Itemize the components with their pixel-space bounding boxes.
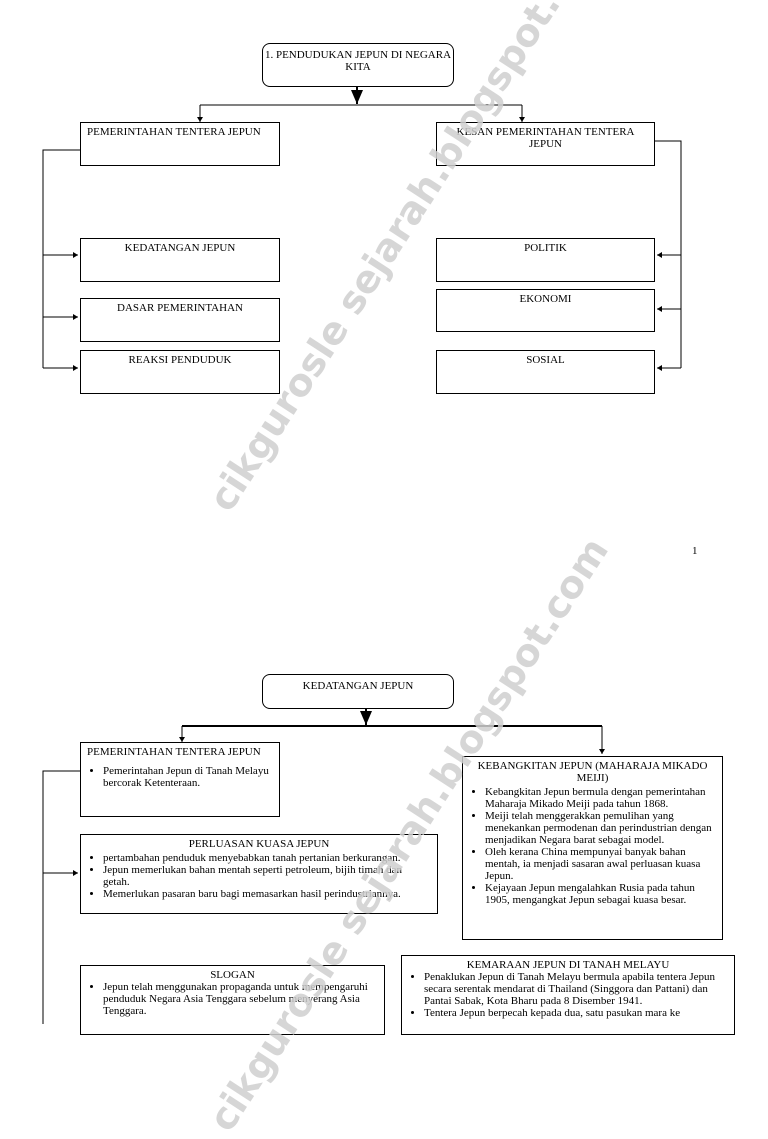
left-item-label: DASAR PEMERINTAHAN [117,302,243,314]
right-head-label: KESAN PEMERINTAHAN TENTERA JEPUN [456,126,635,150]
left-item-label: KEDATANGAN JEPUN [124,242,236,254]
left-item-label: REAKSI PENDUDUK [128,354,232,366]
page-number: 1 [692,545,698,557]
slogan-box: SLOGAN Jepun telah menggunakan propagand… [80,965,385,1035]
kebangkitan-box: KEBANGKITAN JEPUN (MAHARAJA MIKADO MEIJI… [462,756,723,940]
left-item-dasar: DASAR PEMERINTAHAN [80,298,280,342]
right-item-ekonomi: EKONOMI [436,289,655,332]
left-item-reaksi: REAKSI PENDUDUK [80,350,280,394]
left-head-label: PEMERINTAHAN TENTERA JEPUN [87,126,261,138]
perluasan-title: PERLUASAN KUASA JEPUN [188,838,330,850]
page1-right-head: KESAN PEMERINTAHAN TENTERA JEPUN [436,122,655,166]
page1-title-box: 1. PENDUDUKAN JEPUN DI NEGARA KITA [262,43,454,87]
left-item-kedatangan: KEDATANGAN JEPUN [80,238,280,282]
kemaraan-bullet: Penaklukan Jepun di Tanah Melayu bermula… [424,971,728,1007]
right-item-politik: POLITIK [436,238,655,282]
kebangkitan-bullet: Oleh kerana China mempunyai banyak bahan… [485,846,716,882]
slogan-bullet: Jepun telah menggunakan propaganda untuk… [103,981,378,1017]
right-item-sosial: SOSIAL [436,350,655,394]
page2-title-box: KEDATANGAN JEPUN [262,674,454,709]
kebangkitan-bullet: Kebangkitan Jepun bermula dengan pemerin… [485,786,716,810]
pemerintahan-box: PEMERINTAHAN TENTERA JEPUN Pemerintahan … [80,742,280,817]
page2-title: KEDATANGAN JEPUN [302,680,414,692]
kemaraan-title: KEMARAAN JEPUN DI TANAH MELAYU [466,959,670,971]
perluasan-box: PERLUASAN KUASA JEPUN pertambahan pendud… [80,834,438,914]
kebangkitan-bullet: Meiji telah menggerakkan pemulihan yang … [485,810,716,846]
kemaraan-box: KEMARAAN JEPUN DI TANAH MELAYU Penakluka… [401,955,735,1035]
kebangkitan-bullet: Kejayaan Jepun mengalahkan Rusia pada ta… [485,882,716,906]
kemaraan-bullet: Tentera Jepun berpecah kepada dua, satu … [424,1007,728,1019]
right-item-label: EKONOMI [519,293,572,305]
page1-left-head: PEMERINTAHAN TENTERA JEPUN [80,122,280,166]
pemerintahan-bullet: Pemerintahan Jepun di Tanah Melayu berco… [103,765,273,789]
perluasan-bullet: pertambahan penduduk menyebabkan tanah p… [103,852,431,864]
perluasan-bullet: Jepun memerlukan bahan mentah seperti pe… [103,864,431,888]
kebangkitan-title: KEBANGKITAN JEPUN (MAHARAJA MIKADO MEIJI… [477,760,708,784]
page1-title: 1. PENDUDUKAN JEPUN DI NEGARA KITA [264,49,452,73]
right-item-label: POLITIK [524,242,567,254]
perluasan-bullet: Memerlukan pasaran baru bagi memasarkan … [103,888,431,900]
right-item-label: SOSIAL [526,354,565,366]
slogan-title: SLOGAN [210,969,255,981]
pemerintahan-title: PEMERINTAHAN TENTERA JEPUN [87,746,261,758]
